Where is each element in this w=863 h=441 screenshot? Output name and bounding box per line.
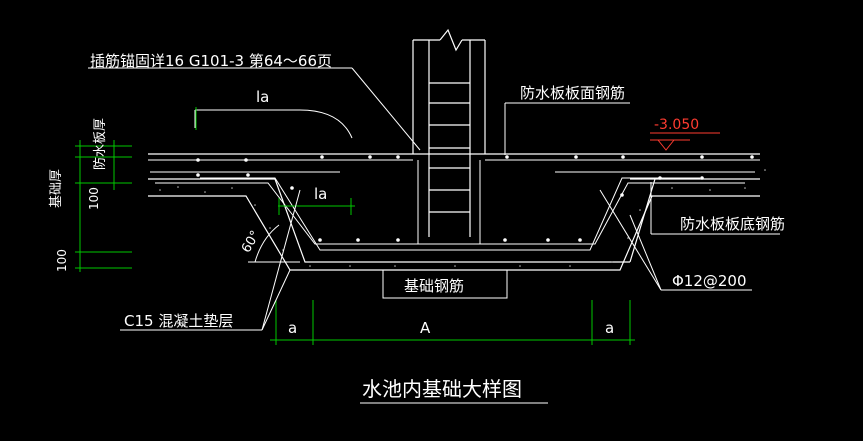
anchor-note-label: 插筋锚固详16 G101-3 第64～66页	[90, 52, 332, 70]
rebar-spec-label: Φ12@200	[672, 272, 747, 290]
top-rebar-label: 防水板板面钢筋	[520, 84, 625, 102]
dim-100-lower: 100	[55, 249, 69, 272]
dim-100-upper: 100	[87, 187, 101, 210]
cushion-hatch	[159, 169, 766, 267]
elevation-marker	[650, 132, 720, 151]
rebar-lines	[148, 109, 760, 251]
bottom-rebar-label: 防水板板底钢筋	[680, 215, 785, 233]
dimension-lines	[75, 107, 635, 345]
leader-lines	[88, 67, 780, 331]
dim-a-left: a	[288, 319, 297, 337]
la-top-label: la	[256, 88, 269, 106]
foundation-rebar-label: 基础钢筋	[404, 277, 464, 295]
dim-a-right: a	[605, 319, 614, 337]
dim-A: A	[420, 319, 431, 337]
rebar-dots	[196, 155, 754, 242]
slab-thickness-label: 防水板厚	[92, 118, 108, 170]
cushion-label: C15 混凝土垫层	[124, 312, 233, 330]
foundation-thickness-label: 基础厚	[49, 169, 64, 208]
elevation-value: -3.050	[654, 117, 699, 133]
la-mid-label: la	[314, 185, 327, 203]
angle-arc	[248, 224, 300, 263]
angle-label: 60°	[239, 228, 264, 255]
drawing-title: 水池内基础大样图	[362, 377, 522, 401]
